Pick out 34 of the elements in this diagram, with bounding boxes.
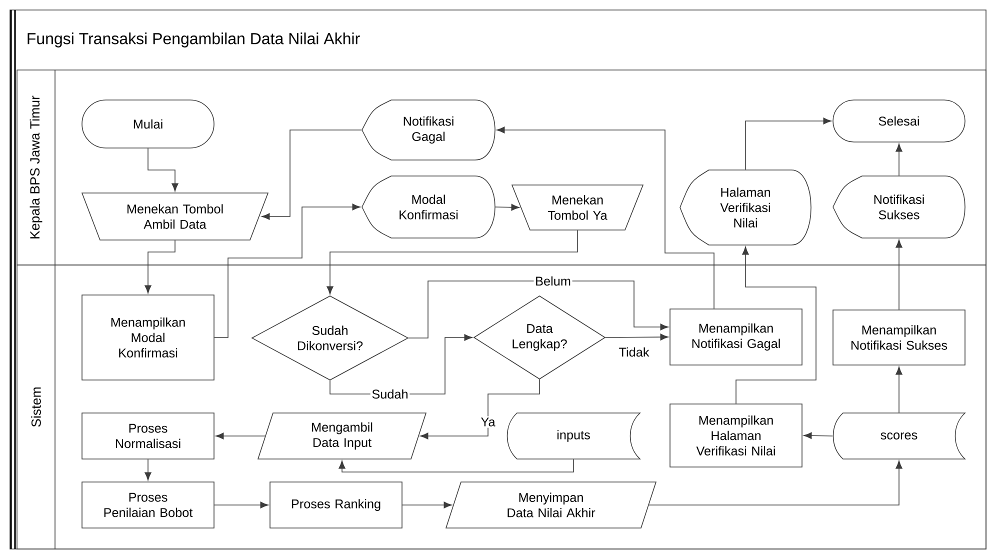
process-box: Menampilkan Modal Konfirmasi [82,294,214,380]
process-box: Menampilkan Halaman Verifikasi Nilai [670,404,802,468]
arrow [144,459,152,480]
arrow [214,204,360,338]
arrow [648,460,902,506]
process-box: Proses Normalisasi [82,412,214,460]
arrow [804,432,833,439]
process-box: Menampilkan Notifikasi Sukses [832,310,966,366]
arrow [896,366,902,413]
arrow [896,240,902,310]
arrow [745,118,832,170]
arrow [216,432,266,440]
edge-label: Belum [534,275,572,287]
arrow [338,459,574,472]
arrow [420,379,540,440]
arrow [402,502,452,508]
edge-label: Tidak [617,346,651,358]
process-box: Proses Penilaian Bobot [82,482,214,528]
arrow [144,240,176,294]
arrow [408,280,668,338]
arrow [326,230,578,294]
arrow [148,148,178,192]
edge-label: Ya [479,416,497,428]
process-box: Proses Ranking [270,482,402,528]
arrow [736,246,816,404]
arrow [896,144,902,176]
arrow [605,334,668,340]
arrow [214,502,268,508]
arrow [495,204,520,211]
edge-label: Sudah [370,388,410,400]
arrow [496,126,714,309]
arrow [262,130,362,220]
process-box: Menampilkan Notifikasi Gagal [670,308,802,366]
diagram-title: Fungsi Transaksi Pengambilan Data Nilai Akhir [28,32,360,48]
